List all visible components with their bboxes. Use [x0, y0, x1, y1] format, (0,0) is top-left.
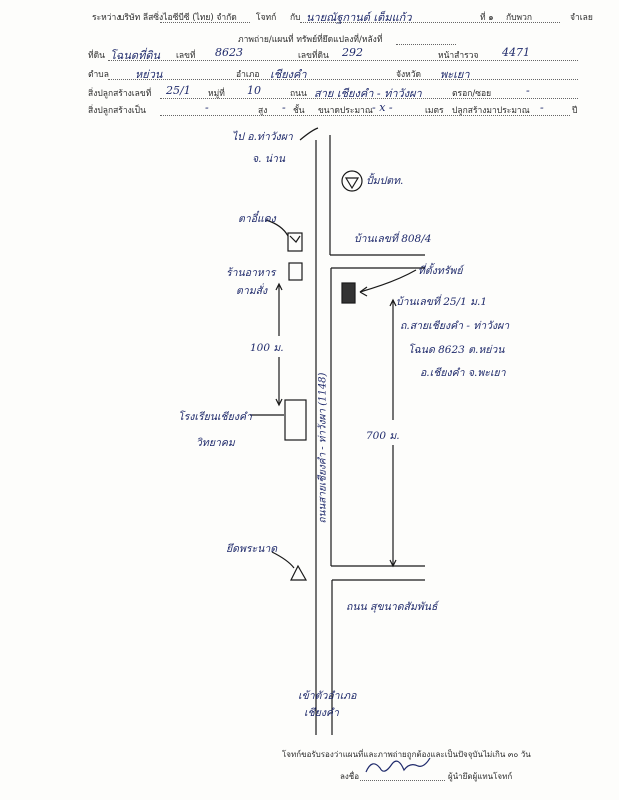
floor-label: ชั้น	[293, 106, 305, 116]
height-value: -	[282, 101, 286, 114]
dotted-rule	[108, 50, 578, 61]
school-label-1: โรงเรียนเชียงคำ	[178, 411, 252, 423]
location-line: ตำบล หย่วน อำเภอ เชียงคำ จังหวัด พะเยา	[0, 67, 619, 81]
subdistrict-value: หย่วน	[135, 68, 163, 81]
dotted-rule	[108, 69, 578, 80]
soi-name-label: ถนน สุขนาดสัมพันธ์	[346, 601, 438, 613]
year-label: ปี	[572, 106, 578, 116]
landmark-label: ตาอี๋แดง	[238, 213, 276, 225]
defendant-number: ที่ ๑	[480, 13, 494, 23]
size-label: ขนาดประมาณ	[318, 106, 373, 116]
dotted-rule	[396, 34, 456, 45]
to-tawangpha-label: ไป อ.ท่าวังผา	[232, 131, 293, 143]
building-type-line: สิ่งปลูกสร้างเป็น - สูง - ชั้น ขนาดประมา…	[0, 101, 619, 117]
moo-label: หมู่ที่	[208, 89, 225, 99]
plaintiff-company: บริษัท ลีสซิ่งไอซีบีซี (ไทย) จำกัด	[119, 13, 237, 23]
house-808-label: บ้านเลขที่ 808/4	[354, 233, 432, 245]
building-line: สิ่งปลูกสร้างเลขที่ 25/1 หมู่ที่ 10 ถนน …	[0, 84, 619, 100]
building-marker	[287, 232, 303, 252]
house-number-value: 25/1	[166, 84, 191, 97]
subdistrict-label: ตำบล	[88, 70, 109, 80]
building-type-label: สิ่งปลูกสร้างเป็น	[88, 106, 146, 116]
meter-label: เมตร	[425, 106, 444, 116]
certification-text: โจทก์ขอรับรองว่าแผนที่และภาพถ่ายถูกต้องแ…	[282, 750, 531, 759]
restaurant-label-2: ตามสั่ง	[236, 285, 268, 297]
school-label-2: วิทยาคม	[196, 437, 235, 449]
land-number-label: เลขที่	[176, 51, 196, 61]
built-value: -	[540, 101, 544, 114]
building-type-value: -	[205, 101, 209, 114]
province-label: จังหวัด	[396, 70, 422, 80]
land-no-value: 292	[342, 46, 363, 59]
dotted-rule	[300, 12, 560, 23]
pump-label: ปั้มปตท.	[366, 175, 404, 187]
distance-100-label: 100 ม.	[250, 342, 284, 354]
restaurant-marker	[288, 262, 303, 281]
land-number-value: 8623	[215, 46, 243, 59]
with-label: กับ	[290, 13, 301, 23]
survey-value: 4471	[502, 46, 530, 59]
to-district-label-2: เชียงคำ	[304, 707, 339, 719]
target-property-marker	[341, 282, 356, 304]
land-line: ที่ดิน โฉนดที่ดิน เลขที่ 8623 เลขที่ดิน …	[0, 46, 619, 62]
target-address-1: บ้านเลขที่ 25/1 ม.1	[396, 296, 488, 308]
height-label: สูง	[258, 106, 268, 116]
school-marker	[284, 399, 307, 441]
to-nan-label: จ. น่าน	[252, 153, 286, 165]
signature-line	[360, 770, 445, 781]
plaintiff-label: โจทก์	[256, 13, 277, 23]
survey-label: หน้าสำรวจ	[438, 51, 479, 61]
alley-value: -	[526, 84, 530, 97]
target-address-3: โฉนด 8623 ต.หย่วน	[408, 344, 505, 356]
restaurant-label-1: ร้านอาหาร	[226, 267, 276, 279]
size-value: - x -	[372, 101, 393, 114]
district-value: เชียงคำ	[270, 68, 307, 81]
target-arrow	[359, 269, 417, 293]
between-label: ระหว่าง	[92, 13, 121, 23]
target-label: ที่ตั้งทรัพย์	[418, 265, 463, 277]
road-label: ถนน	[290, 89, 307, 99]
parties-line: ระหว่าง บริษัท ลีสซิ่งไอซีบีซี (ไทย) จำก…	[0, 10, 619, 24]
temple-label: ยึดพระนาด	[226, 543, 278, 555]
to-district-label-1: เข้าตัวอำเภอ	[298, 690, 357, 702]
defendant-label: จำเลย	[570, 13, 593, 23]
target-address-2: ถ.สายเชียงคำ - ท่าวังผา	[400, 320, 510, 332]
built-label: ปลูกสร้างมาประมาณ	[452, 106, 530, 116]
map-title: ภาพถ่าย/แผนที่ ทรัพย์ที่ยึดแปลงที่/หลังท…	[238, 35, 383, 45]
dotted-rule	[160, 105, 570, 116]
dotted-rule	[160, 88, 578, 99]
signer-role: ผู้นำยึดผู้แทนโจทก์	[448, 772, 513, 781]
alley-label: ตรอก/ซอย	[452, 89, 492, 99]
moo-value: 10	[247, 84, 261, 97]
pump-station-marker	[341, 170, 363, 192]
road-value: สาย เชียงคำ - ท่าวังผา	[314, 87, 422, 100]
defendant-name: นายณัฐกานต์ เต็มแก้ว	[306, 11, 412, 24]
district-label: อำเภอ	[236, 70, 260, 80]
others-label: กับพวก	[506, 13, 533, 23]
map-title-line: ภาพถ่าย/แผนที่ ทรัพย์ที่ยึดแปลงที่/หลังท…	[0, 32, 619, 46]
sign-label: ลงชื่อ	[340, 772, 360, 781]
house-number-label: สิ่งปลูกสร้างเลขที่	[88, 89, 152, 99]
land-title-value: โฉนดที่ดิน	[110, 49, 160, 62]
land-no-label: เลขที่ดิน	[298, 51, 329, 61]
province-value: พะเยา	[440, 68, 470, 81]
temple-marker	[290, 564, 308, 581]
land-title-label: ที่ดิน	[88, 51, 105, 61]
distance-700-label: 700 ม.	[366, 430, 400, 442]
dotted-rule	[160, 12, 250, 23]
target-address-4: อ.เชียงคำ จ.พะเยา	[420, 367, 506, 379]
main-road-name: ถนนสายเชียงคำ - ท่าวังผา (1148)	[317, 372, 329, 524]
